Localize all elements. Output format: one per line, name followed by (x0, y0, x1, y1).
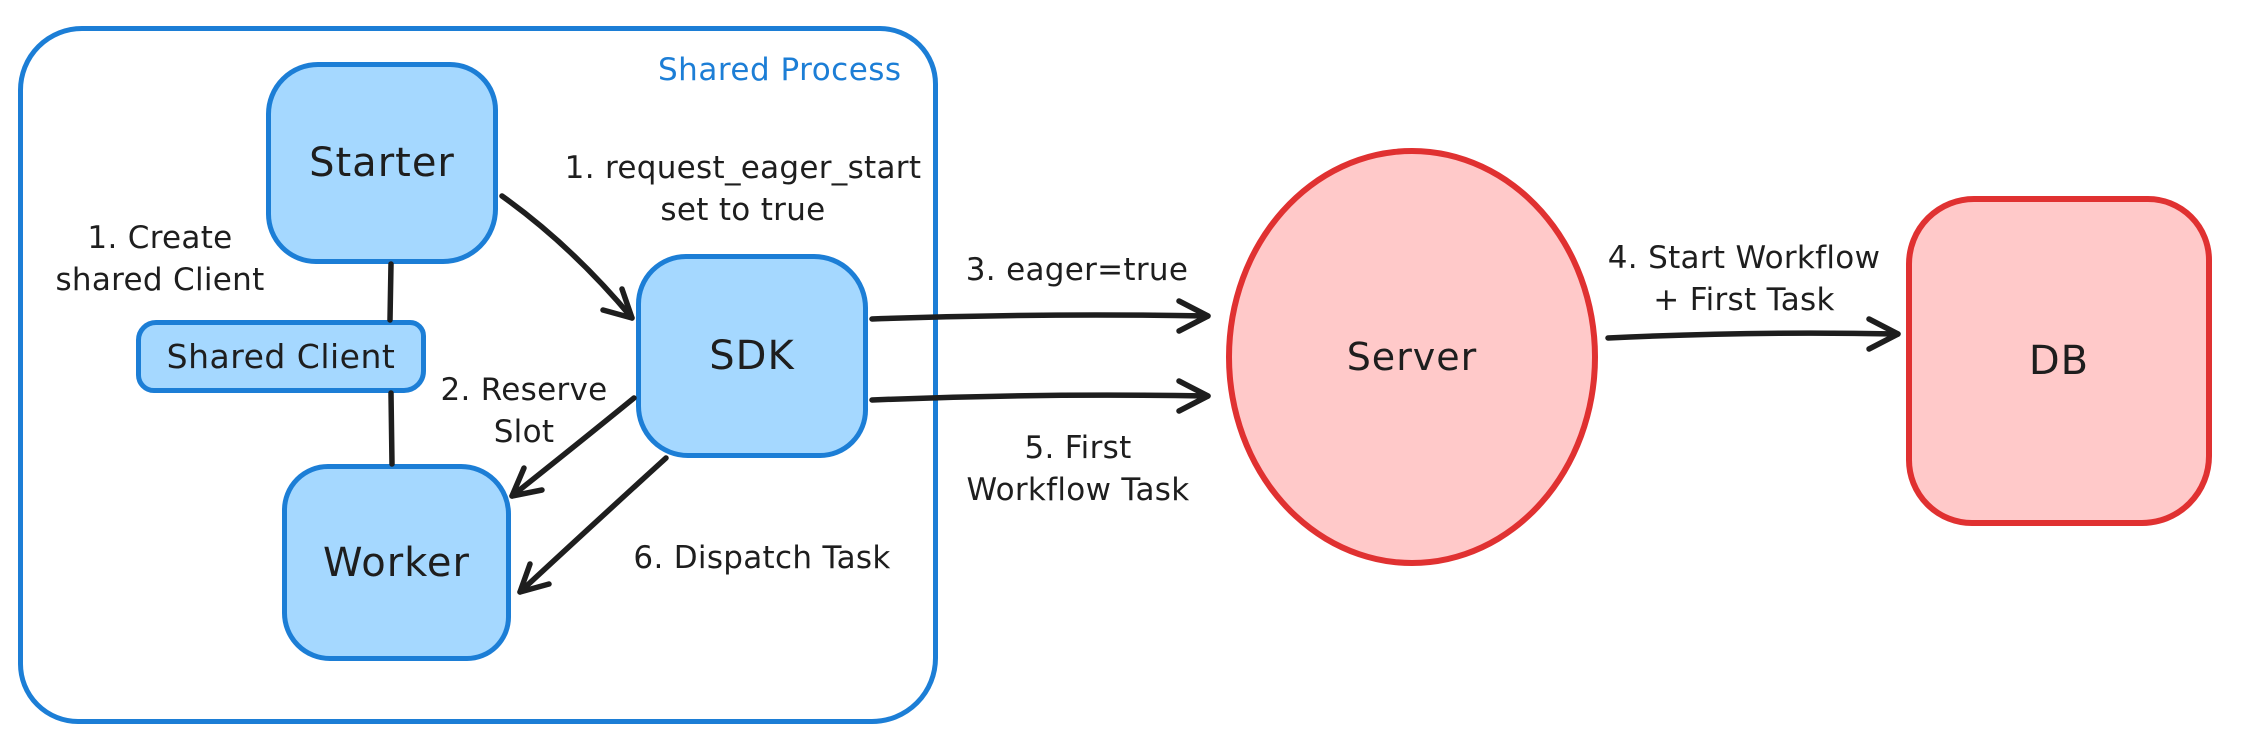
annotation-start-workflow: 4. Start Workflow + First Task (1594, 238, 1894, 321)
starter-label: Starter (309, 140, 455, 186)
annotation-request-eager-start: 1. request_eager_start set to true (538, 148, 948, 231)
annotation-line: set to true (660, 191, 826, 228)
worker-label: Worker (323, 539, 470, 586)
annotation-line: shared Client (55, 261, 265, 298)
annotation-reserve-slot: 2. Reserve Slot (424, 370, 624, 453)
annotation-create-shared-client: 1. Create shared Client (18, 218, 302, 301)
server-label: Server (1346, 335, 1478, 379)
db-label: DB (2028, 338, 2090, 384)
annotation-line: Workflow Task (966, 471, 1190, 508)
annotation-line: 5. First (1024, 430, 1132, 466)
annotation-line: 4. Start Workflow (1607, 240, 1881, 276)
arrow-server-to-db (1605, 316, 1901, 352)
annotation-line: 1. Create (87, 220, 233, 256)
worker-node: Worker (282, 464, 511, 661)
db-node: DB (1906, 196, 2212, 526)
sdk-node: SDK (636, 254, 868, 458)
annotation-line: 1. request_eager_start (564, 150, 922, 186)
annotation-line: 2. Reserve (440, 372, 608, 408)
annotation-line: Slot (493, 413, 555, 450)
shared-client-label: Shared Client (166, 337, 396, 376)
annotation-dispatch-task: 6. Dispatch Task (633, 540, 891, 576)
annotation-eager-true: 3. eager=true (965, 252, 1189, 288)
annotation-first-workflow-task: 5. First Workflow Task (948, 428, 1208, 511)
shared-process-container (18, 26, 938, 724)
shared-client-node: Shared Client (136, 320, 426, 393)
starter-node: Starter (266, 62, 498, 264)
annotation-line: + First Task (1653, 281, 1835, 318)
sdk-label: SDK (709, 333, 795, 379)
shared-process-label: Shared Process (658, 52, 902, 88)
server-node: Server (1226, 148, 1598, 566)
